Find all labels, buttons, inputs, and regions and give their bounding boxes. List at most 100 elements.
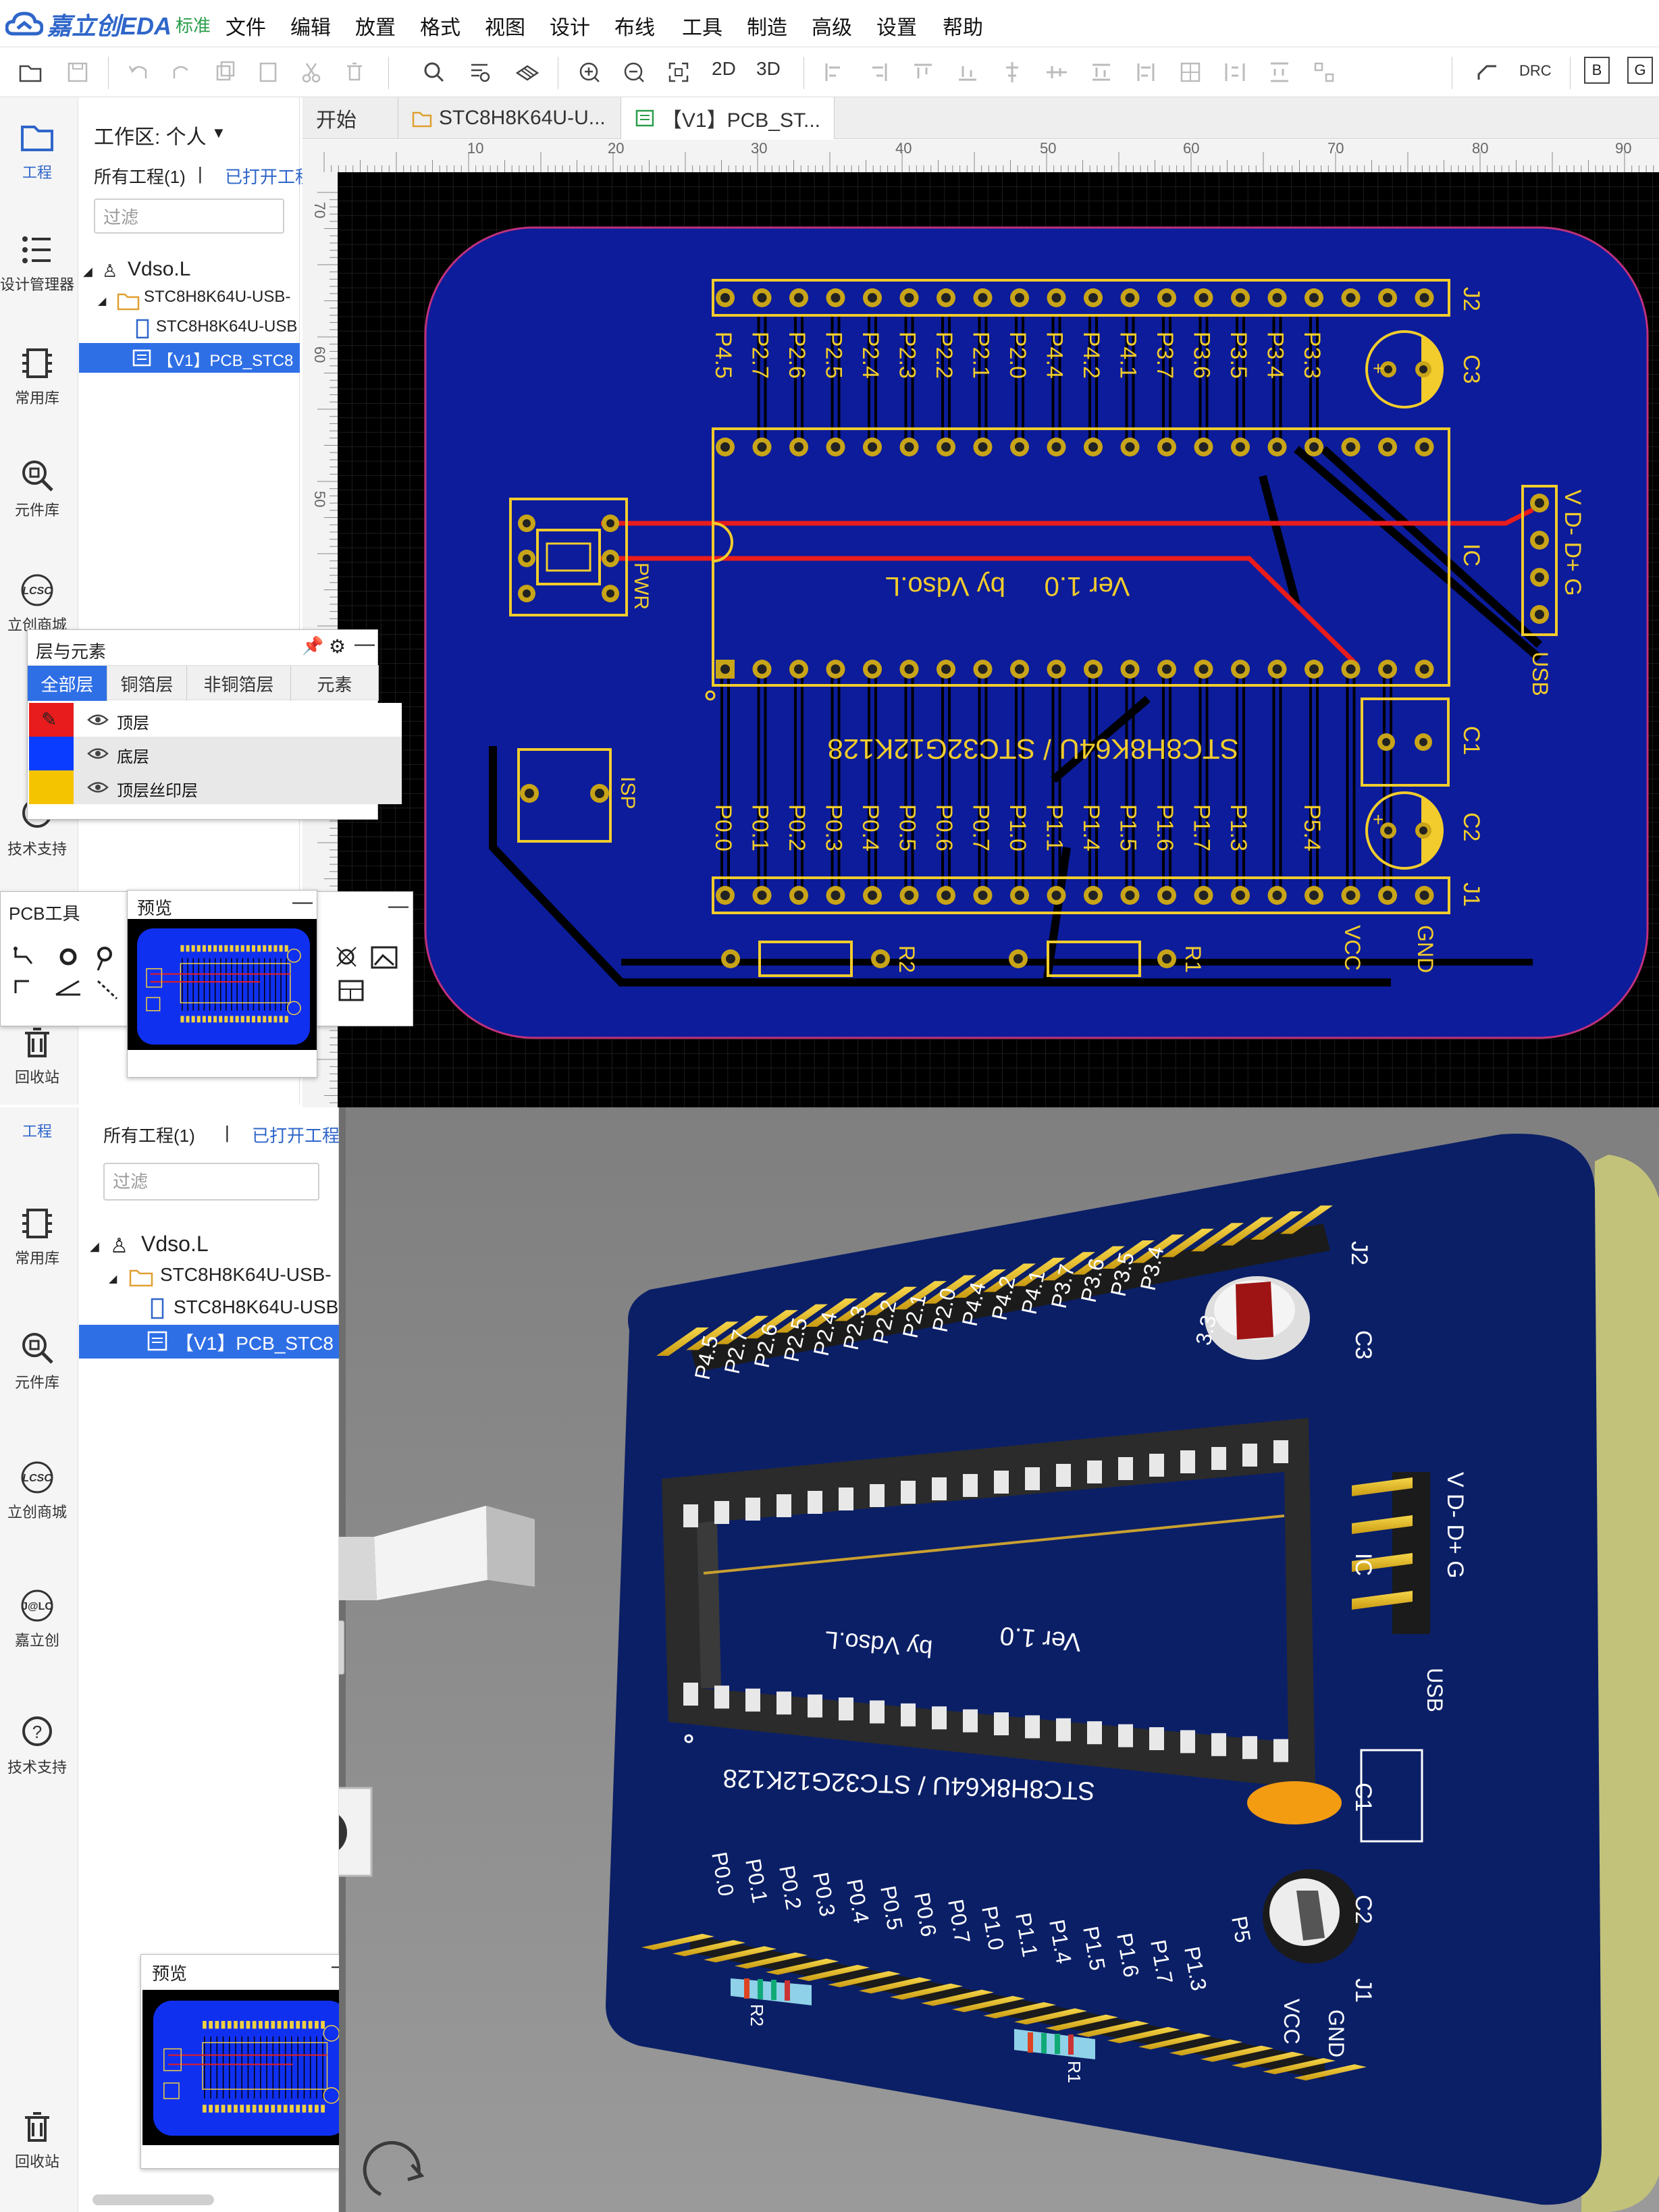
align-top-icon[interactable] <box>906 55 940 89</box>
align-middle-icon[interactable] <box>1040 55 1074 89</box>
rail-recycle-bin[interactable]: 回收站 <box>0 1022 74 1087</box>
tab-start[interactable]: 开始 <box>302 97 398 139</box>
menu-place[interactable]: 放置 <box>355 17 396 39</box>
line-icon[interactable] <box>14 980 29 993</box>
menu-design[interactable]: 设计 <box>550 17 590 39</box>
tree-expand-icon[interactable]: ◢ <box>83 265 93 278</box>
tree-expand-icon[interactable]: ◢ <box>109 1273 117 1285</box>
align-horizontal-icon[interactable] <box>1129 55 1163 89</box>
layer-row-top[interactable]: ✎ 顶层 <box>29 703 402 737</box>
menu-file[interactable]: 文件 <box>226 17 266 39</box>
tab-project[interactable]: STC8H8K64U-U... <box>398 97 621 139</box>
tree-user-bottom[interactable]: Vdso.L <box>141 1232 209 1256</box>
zoom-out-icon[interactable] <box>617 55 651 89</box>
rail-component-lib[interactable]: 元件库 <box>0 455 74 520</box>
redo-icon[interactable] <box>165 55 199 89</box>
all-projects-tab[interactable]: 所有工程(1) <box>94 167 186 187</box>
bottom-preview-image[interactable] <box>142 1990 357 2145</box>
horizontal-scrollbar[interactable] <box>93 2194 214 2205</box>
align-bottom-icon[interactable] <box>951 55 984 89</box>
view-3d-button[interactable]: 3D <box>756 58 781 79</box>
delete-icon[interactable] <box>338 55 371 89</box>
rail-lcsc-mall[interactable]: LCSC 立创商城 <box>0 570 74 635</box>
layer-color-swatch[interactable] <box>29 737 74 770</box>
menu-fabrication[interactable]: 制造 <box>747 17 787 39</box>
rail-tech-support-bottom[interactable]: ? 技术支持 <box>0 1712 74 1777</box>
eye-icon[interactable] <box>87 780 109 795</box>
tree-row-selected-bottom[interactable] <box>79 1325 339 1359</box>
cut-icon[interactable] <box>294 55 328 89</box>
layers-icon[interactable] <box>510 55 544 89</box>
search-icon[interactable] <box>417 55 451 89</box>
menu-route[interactable]: 布线 <box>614 17 655 39</box>
minimize-icon[interactable]: — <box>388 895 409 917</box>
tree-expand-icon[interactable]: ◢ <box>98 296 107 307</box>
dim-line-icon[interactable] <box>97 980 118 1000</box>
image-icon[interactable] <box>371 946 398 969</box>
project-filter-input[interactable]: 过滤 <box>94 199 284 234</box>
gear-icon[interactable]: ⚙ <box>329 636 346 657</box>
eye-icon[interactable] <box>87 746 109 761</box>
undo-icon[interactable] <box>122 55 155 89</box>
route-icon[interactable] <box>1471 55 1504 89</box>
rail-common-lib-bottom[interactable]: 常用库 <box>0 1203 74 1268</box>
menu-tools[interactable]: 工具 <box>682 17 722 39</box>
save-icon[interactable] <box>61 55 95 89</box>
fit-view-icon[interactable] <box>662 55 695 89</box>
minimize-icon[interactable]: — <box>292 891 313 913</box>
layer-row-top-silk[interactable]: 顶层丝印层 <box>29 770 402 804</box>
splitter-handle[interactable] <box>339 1620 345 1675</box>
tree-pcb[interactable]: 【V1】PCB_STC8 <box>157 352 294 370</box>
rail-lcsc-mall-bottom[interactable]: LCSC 立创商城 <box>0 1457 74 1522</box>
top-preview-image[interactable] <box>128 919 317 1050</box>
open-folder-icon[interactable] <box>14 55 47 89</box>
rail-project-bottom[interactable]: 工程 <box>0 1120 74 1141</box>
tab-pcb[interactable]: 【V1】PCB_ST... <box>621 97 835 139</box>
rail-recycle-bin-bottom[interactable]: 回收站 <box>0 2107 74 2171</box>
find-replace-icon[interactable] <box>463 55 497 89</box>
viewer-3d[interactable]: P4.5P2.7P2.6P2.5P2.4P2.3P2.2P2.1P2.0P4.4… <box>339 1107 1659 2212</box>
layers-tab-noncopper[interactable]: 非铜箔层 <box>187 666 291 701</box>
tree-project-bottom[interactable]: STC8H8K64U-USB- <box>160 1264 332 1285</box>
rail-jlc[interactable]: J@LC 嘉立创 <box>0 1585 74 1650</box>
app-logo[interactable]: 嘉立创EDA 标准 <box>5 9 211 40</box>
route-track-icon[interactable] <box>14 947 33 964</box>
distribute-grid-icon[interactable] <box>1307 55 1341 89</box>
opened-projects-tab-bottom[interactable]: 已打开工程 <box>252 1126 340 1146</box>
component-icon[interactable] <box>336 947 357 967</box>
ground-button[interactable]: G <box>1627 57 1653 84</box>
menu-help[interactable]: 帮助 <box>943 17 983 39</box>
rail-design-manager[interactable]: 设计管理器 <box>0 230 74 294</box>
via-icon[interactable] <box>59 948 77 966</box>
rail-component-lib-bottom[interactable]: 元件库 <box>0 1327 74 1392</box>
layers-tab-all[interactable]: 全部层 <box>28 666 107 701</box>
table-icon[interactable] <box>338 980 364 1001</box>
menu-edit[interactable]: 编辑 <box>290 17 331 39</box>
menu-view[interactable]: 视图 <box>485 17 525 39</box>
layer-row-bottom[interactable]: 底层 <box>29 737 402 770</box>
tree-schematic[interactable]: STC8H8K64U-USB <box>156 317 298 336</box>
align-right-icon[interactable] <box>862 55 895 89</box>
drc-button[interactable]: DRC <box>1519 62 1552 79</box>
zoom-in-icon[interactable] <box>573 55 606 89</box>
all-projects-tab-bottom[interactable]: 所有工程(1) <box>103 1126 195 1146</box>
project-filter-input-bottom[interactable]: 过滤 <box>103 1163 319 1201</box>
pin-icon[interactable]: 📌 <box>302 635 324 656</box>
rail-common-lib[interactable]: 常用库 <box>0 343 74 408</box>
menu-format[interactable]: 格式 <box>420 17 460 39</box>
align-left-icon[interactable] <box>817 55 851 89</box>
opened-projects-tab[interactable]: 已打开工程 <box>225 167 313 187</box>
rotate-icon[interactable] <box>363 2140 425 2196</box>
align-vertical-icon[interactable] <box>1084 55 1118 89</box>
layer-color-swatch[interactable] <box>29 770 74 804</box>
distribute-horizontal-icon[interactable] <box>1218 55 1252 89</box>
layers-tab-elements[interactable]: 元素 <box>291 666 379 701</box>
menu-advanced[interactable]: 高级 <box>812 17 852 39</box>
layers-tab-copper[interactable]: 铜箔层 <box>107 666 187 701</box>
tree-expand-icon[interactable]: ◢ <box>90 1240 99 1253</box>
tree-schematic-bottom[interactable]: STC8H8K64U-USB <box>174 1296 339 1317</box>
align-grid-icon[interactable] <box>1174 55 1207 89</box>
view-2d-button[interactable]: 2D <box>712 58 736 79</box>
align-center-icon[interactable] <box>995 55 1029 89</box>
